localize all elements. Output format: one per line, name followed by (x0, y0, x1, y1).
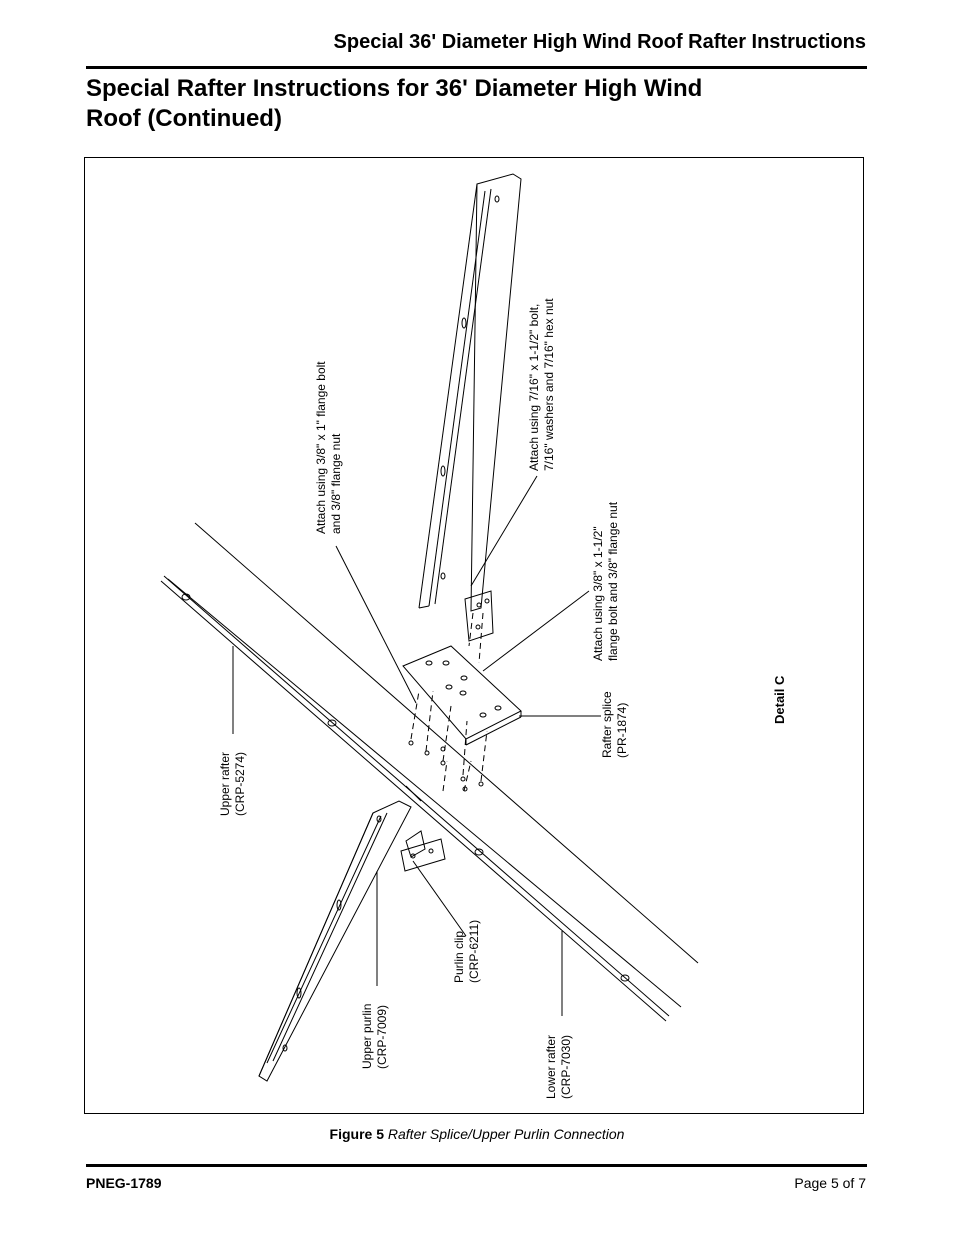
upper-purlin-bottom-line (266, 815, 382, 1064)
lower-rafter-label: Lower rafter (CRP-7030) (544, 1032, 573, 1099)
upper-purlin-top-line (434, 188, 492, 605)
figure-caption-text: Rafter Splice/Upper Purlin Connection (387, 1126, 625, 1142)
document-id: PNEG-1789 (86, 1175, 162, 1191)
section-title-line-2: Roof (Continued) (86, 105, 282, 132)
purlin-clip-label: Purlin clip (CRP-6211) (452, 920, 481, 983)
bolt (478, 781, 484, 787)
clip-hole (476, 602, 482, 608)
upper-purlin-top (470, 173, 522, 612)
leader-line (470, 475, 538, 587)
purlin-slot (296, 987, 302, 999)
purlin-hole (376, 815, 382, 823)
header-rule (86, 66, 867, 69)
purlin-clip-bottom-flange (405, 830, 426, 858)
bolt (460, 776, 466, 782)
upper-purlin-bottom-line (272, 812, 388, 1062)
rafter-hole (181, 593, 191, 601)
rafter-top-edge (194, 522, 699, 964)
leader-line (335, 545, 417, 704)
section-title-line-1: Special Rafter Instructions for 36' Diam… (86, 75, 703, 102)
rafter-hole (327, 719, 337, 727)
rafter-hole (620, 974, 630, 982)
detail-label: Detail C (772, 675, 787, 724)
purlin-hole (494, 195, 500, 203)
rafter-splice-drawing: Attach using 3/8" x 1" flange bolt and 3… (160, 173, 787, 1099)
purlin-hole (440, 572, 446, 580)
purlin-clip-bottom (400, 838, 446, 872)
clip-hole (410, 853, 416, 859)
clip-hole (484, 598, 490, 604)
splice-hole (494, 705, 502, 711)
clip-hole (428, 848, 434, 854)
figure-caption: Figure 5 Rafter Splice/Upper Purlin Conn… (0, 1126, 954, 1142)
bolt (424, 750, 430, 756)
rafter-flange (167, 578, 682, 1008)
splice-hole (460, 675, 468, 681)
splice-hole (445, 684, 453, 690)
bolt (462, 786, 468, 792)
splice-hole (479, 712, 487, 718)
leader-line (412, 860, 467, 937)
figure-number: Figure 5 (329, 1126, 384, 1142)
section-title: Special Rafter Instructions for 36' Diam… (86, 74, 786, 134)
rafter-hole (474, 848, 484, 856)
purlin-hole (282, 1044, 288, 1052)
rafter-edge-2 (160, 580, 667, 1022)
splice-hole (442, 660, 450, 666)
footer-rule (86, 1164, 867, 1167)
clip-hole (475, 624, 481, 630)
upper-purlin-bottom-line (258, 812, 374, 1077)
splice-hole (459, 690, 467, 696)
page-number: Page 5 of 7 (794, 1175, 866, 1191)
purlin-slot (461, 317, 467, 329)
upper-purlin-top-line (428, 190, 486, 607)
splice-hole (425, 660, 433, 666)
bolt (440, 746, 446, 752)
bolt (408, 740, 414, 746)
purlin-slot (440, 465, 446, 477)
upper-purlin-top-line (418, 605, 430, 609)
attach-flange-bolt-long-label: Attach using 3/8" x 1-1/2" flange bolt a… (591, 501, 620, 661)
bolt-dash-lines (410, 612, 488, 792)
splice-edge (465, 716, 522, 746)
rafter-splice-label: Rafter splice (PR-1874) (600, 688, 629, 758)
upper-rafter-label: Upper rafter (CRP-5274) (218, 749, 247, 816)
attach-hex-bolt-label: Attach using 7/16" x 1-1/2" bolt, 7/16" … (527, 298, 556, 471)
figure-frame: Attach using 3/8" x 1" flange bolt and 3… (84, 157, 864, 1114)
leader-line (482, 590, 590, 672)
attach-flange-bolt-label: Attach using 3/8" x 1" flange bolt and 3… (314, 358, 343, 534)
purlin-slot (336, 899, 342, 911)
running-header-title: Special 36' Diameter High Wind Roof Raft… (333, 31, 866, 53)
upper-purlin-label: Upper purlin (CRP-7009) (360, 1000, 389, 1069)
rafter-joint (405, 785, 422, 802)
purlin-clip-top (464, 590, 494, 642)
upper-purlin-top-line (418, 183, 478, 609)
bolt (440, 760, 446, 766)
rafter-splice-plate (402, 645, 522, 740)
